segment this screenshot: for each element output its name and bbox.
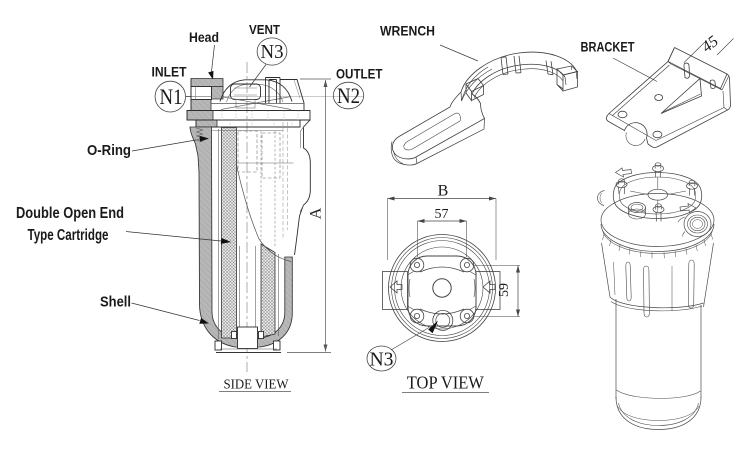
svg-text:O-Ring: O-Ring (87, 142, 131, 159)
svg-text:VENT: VENT (249, 23, 280, 37)
svg-text:N3: N3 (261, 41, 284, 63)
svg-text:SIDE VIEW: SIDE VIEW (224, 377, 289, 392)
svg-text:OUTLET: OUTLET (336, 66, 383, 81)
svg-text:INLET: INLET (152, 65, 188, 80)
svg-text:N2: N2 (337, 83, 360, 108)
svg-text:BRACKET: BRACKET (581, 40, 636, 55)
svg-text:N1: N1 (160, 84, 183, 109)
svg-text:57: 57 (435, 207, 449, 222)
svg-text:WRENCH: WRENCH (380, 24, 435, 39)
svg-text:Double Open End: Double Open End (16, 205, 124, 222)
svg-text:B: B (438, 183, 449, 200)
svg-text:N3: N3 (370, 349, 394, 371)
svg-text:TOP VIEW: TOP VIEW (407, 373, 484, 393)
svg-text:59: 59 (497, 283, 512, 297)
svg-text:45: 45 (699, 33, 722, 56)
svg-text:Type Cartridge: Type Cartridge (28, 227, 109, 244)
svg-text:Head: Head (189, 30, 219, 45)
svg-text:A: A (308, 207, 325, 219)
svg-text:Shell: Shell (100, 294, 131, 311)
